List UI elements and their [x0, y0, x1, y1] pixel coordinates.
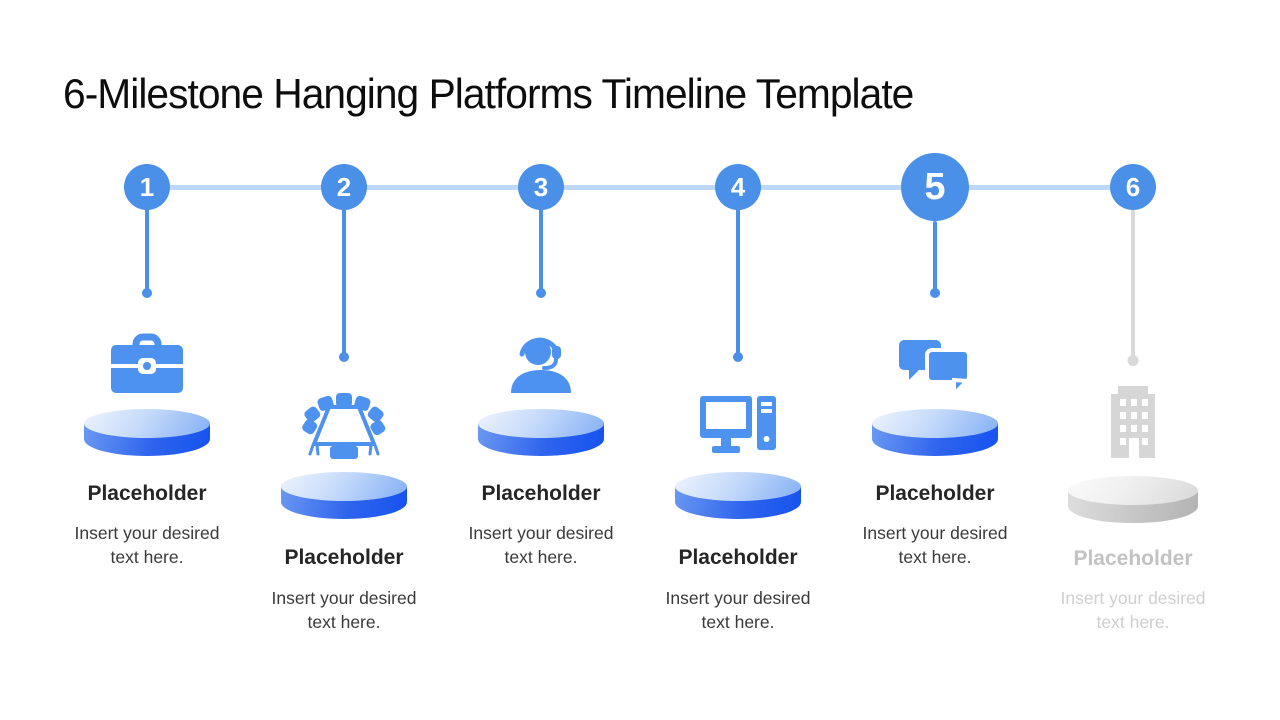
- platform-top: [872, 409, 998, 438]
- milestone-5-title: Placeholder: [875, 482, 995, 505]
- milestone-4-hanging-line: [736, 208, 740, 354]
- milestone-6-number-badge: 6: [1110, 164, 1156, 210]
- hanging-platform: [478, 409, 604, 456]
- platform-top: [1068, 476, 1198, 505]
- milestone-1-title: Placeholder: [87, 482, 207, 505]
- milestone-1: 1 Placeholder Insert your desired text h…: [52, 0, 242, 720]
- hanging-platform: [675, 472, 801, 519]
- milestone-2: 2 Placeholder Insert your desired text h…: [249, 0, 439, 720]
- milestone-4-line-dot: [733, 352, 743, 362]
- milestone-3-hanging-line: [539, 208, 543, 292]
- hanging-platform: [281, 472, 407, 519]
- milestone-3-line-dot: [536, 288, 546, 298]
- milestone-1-hanging-line: [145, 208, 149, 292]
- hanging-platform: [872, 409, 998, 456]
- milestone-4-description: Insert your desired text here.: [665, 588, 811, 632]
- platform-top: [281, 472, 407, 501]
- milestone-3-description: Insert your desired text here.: [468, 523, 614, 567]
- hanging-platform: [1068, 476, 1198, 523]
- milestone-1-description: Insert your desired text here.: [74, 523, 220, 567]
- support-agent-icon: [509, 331, 573, 393]
- milestone-3-number-badge: 3: [518, 164, 564, 210]
- timeline-track: [148, 185, 1133, 190]
- meeting-table-icon: [302, 392, 386, 462]
- milestone-1-number-badge: 1: [124, 164, 170, 210]
- briefcase-icon: [111, 333, 183, 393]
- milestone-5: 5 Placeholder Insert your desired text h…: [840, 0, 1030, 720]
- milestone-2-number-badge: 2: [321, 164, 367, 210]
- milestone-4-number-badge: 4: [715, 164, 761, 210]
- hanging-platform: [84, 409, 210, 456]
- milestone-2-title: Placeholder: [284, 546, 404, 569]
- milestone-5-number-badge: 5: [901, 153, 969, 221]
- platform-top: [478, 409, 604, 438]
- office-building-icon: [1107, 382, 1159, 458]
- milestone-5-hanging-line: [933, 221, 937, 291]
- milestone-5-line-dot: [930, 288, 940, 298]
- milestone-6-line-dot: [1127, 355, 1139, 366]
- milestone-5-description: Insert your desired text here.: [862, 523, 1008, 567]
- milestone-2-description: Insert your desired text here.: [271, 588, 417, 632]
- milestone-6-description: Insert your desired text here.: [1060, 588, 1206, 632]
- desktop-computer-icon: [700, 396, 776, 454]
- milestone-6-title: Placeholder: [1073, 547, 1193, 570]
- milestone-3-title: Placeholder: [481, 482, 601, 505]
- milestone-3: 3 Placeholder Insert your desired text h…: [446, 0, 636, 720]
- platform-top: [675, 472, 801, 501]
- milestone-4-title: Placeholder: [678, 546, 798, 569]
- platform-top: [84, 409, 210, 438]
- chat-bubbles-icon: [899, 340, 971, 398]
- milestone-2-hanging-line: [342, 208, 346, 354]
- milestone-2-line-dot: [339, 352, 349, 362]
- milestone-6-hanging-line: [1131, 208, 1135, 358]
- milestone-6: 6 Placeholder Insert your desired text h…: [1038, 0, 1228, 720]
- milestone-4: 4 Placeholder Insert your desired text h…: [643, 0, 833, 720]
- milestone-1-line-dot: [142, 288, 152, 298]
- page-title: 6-Milestone Hanging Platforms Timeline T…: [63, 70, 914, 118]
